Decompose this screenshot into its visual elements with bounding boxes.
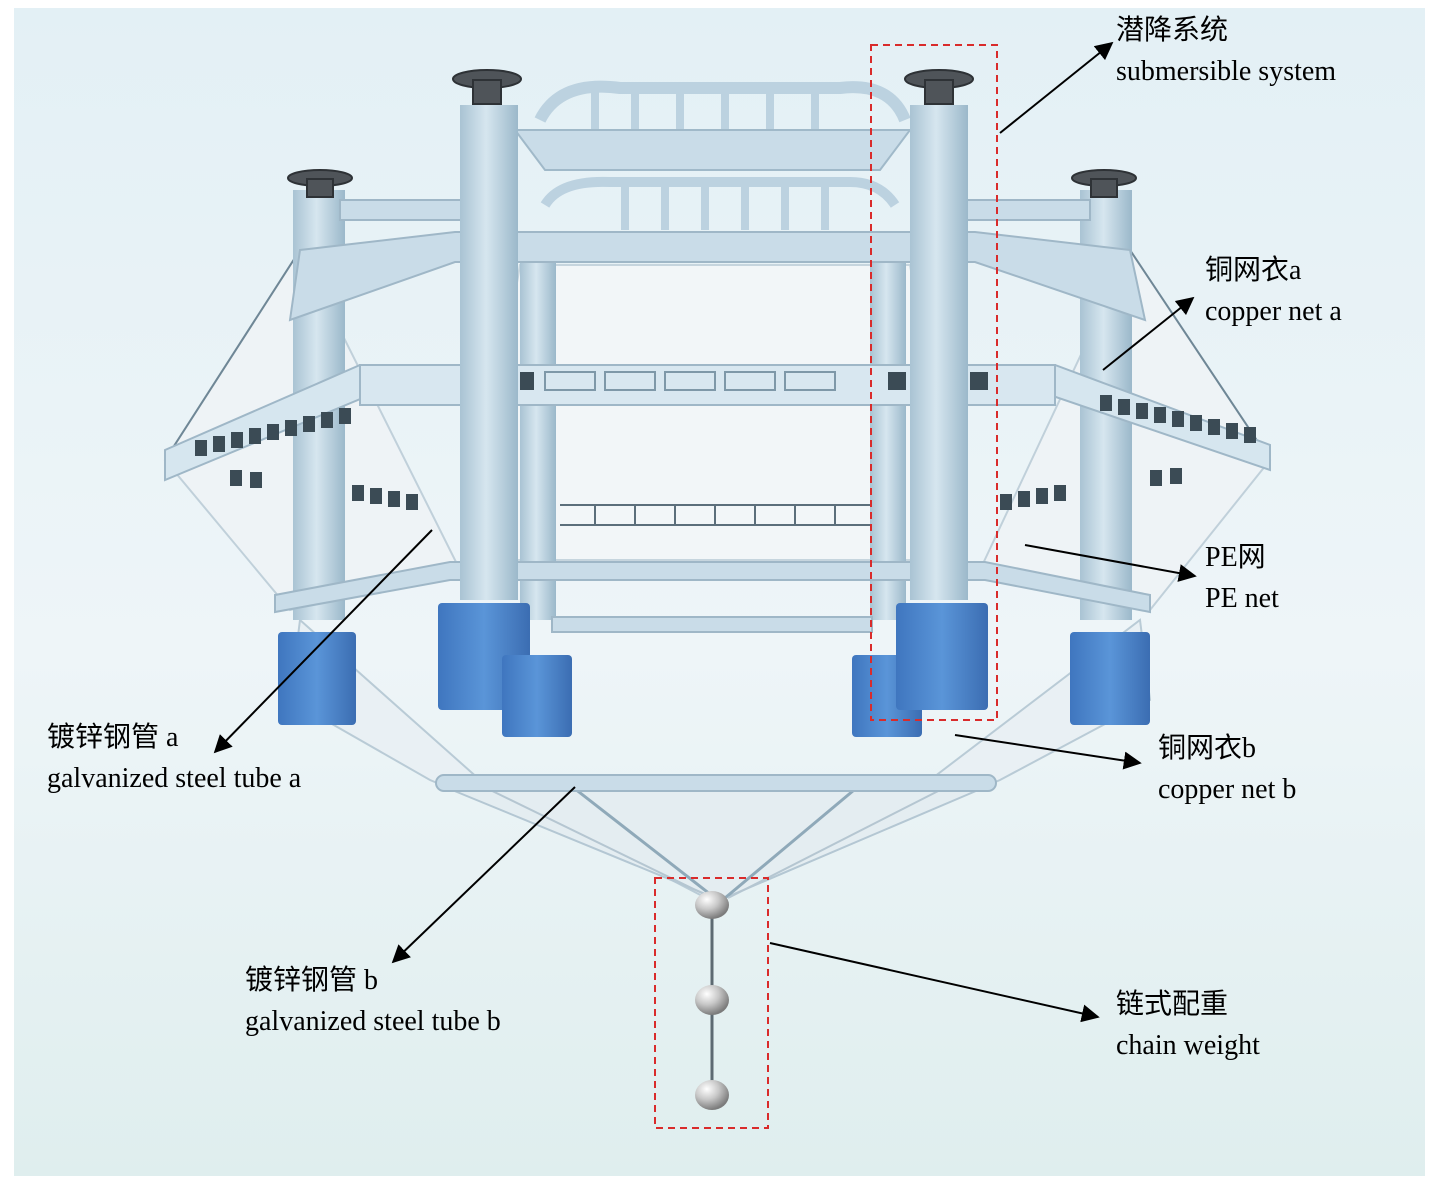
label-chain-weight-cn: 链式配重 <box>1116 989 1229 1020</box>
label-pe-net: PE网 PE net <box>1205 537 1279 619</box>
label-copper-net-a-en: copper net a <box>1205 296 1342 327</box>
submersible-system-highlight <box>870 44 998 721</box>
label-galvanized-tube-b-cn: 镀锌钢管 b <box>245 965 379 996</box>
underwater-background <box>14 8 1425 1176</box>
front-columns <box>460 105 968 600</box>
label-copper-net-b-en: copper net b <box>1158 774 1297 805</box>
label-galvanized-tube-a: 镀锌钢管 a galvanized steel tube a <box>47 717 301 799</box>
arrow-galvanized-tube-b <box>391 786 576 964</box>
chain-weight-highlight <box>654 877 769 1129</box>
label-pe-net-cn: PE网 <box>1205 542 1266 573</box>
chain-weight <box>695 891 729 1110</box>
label-galvanized-tube-a-cn: 镀锌钢管 a <box>47 722 179 753</box>
column-caps <box>287 69 1137 198</box>
arrow-copper-net-b <box>954 734 1142 770</box>
chain-ball-bottom <box>695 1080 729 1110</box>
label-submersible-system-cn: 潜降系统 <box>1116 15 1229 46</box>
label-galvanized-tube-a-en: galvanized steel tube a <box>47 763 302 794</box>
arrow-chain-weight <box>769 942 1100 1023</box>
arrow-copper-net-a <box>1102 296 1195 371</box>
leader-arrows <box>213 41 1197 1023</box>
inner-ladder <box>560 504 870 526</box>
label-copper-net-b: 铜网衣b copper net b <box>1158 728 1296 810</box>
chain-ball-middle <box>695 985 729 1015</box>
arrow-submersible-system <box>999 41 1114 134</box>
top-railing <box>513 80 912 230</box>
label-galvanized-tube-b: 镀锌钢管 b galvanized steel tube b <box>245 960 501 1042</box>
label-pe-net-en: PE net <box>1205 583 1279 614</box>
label-chain-weight: 链式配重 chain weight <box>1116 984 1260 1066</box>
label-copper-net-a: 铜网衣a copper net a <box>1205 250 1342 332</box>
label-copper-net-a-cn: 铜网衣a <box>1205 255 1302 286</box>
arrow-galvanized-tube-a <box>213 529 433 754</box>
buoys <box>278 603 1150 737</box>
label-submersible-system-en: submersible system <box>1116 56 1337 87</box>
label-copper-net-b-cn: 铜网衣b <box>1158 733 1257 764</box>
label-galvanized-tube-b-en: galvanized steel tube b <box>245 1006 501 1037</box>
label-submersible-system: 潜降系统 submersible system <box>1116 10 1336 92</box>
label-chain-weight-en: chain weight <box>1116 1030 1260 1061</box>
bottom-ring <box>435 774 997 792</box>
arrow-pe-net <box>1024 544 1197 582</box>
chain-ball-top <box>695 891 729 919</box>
